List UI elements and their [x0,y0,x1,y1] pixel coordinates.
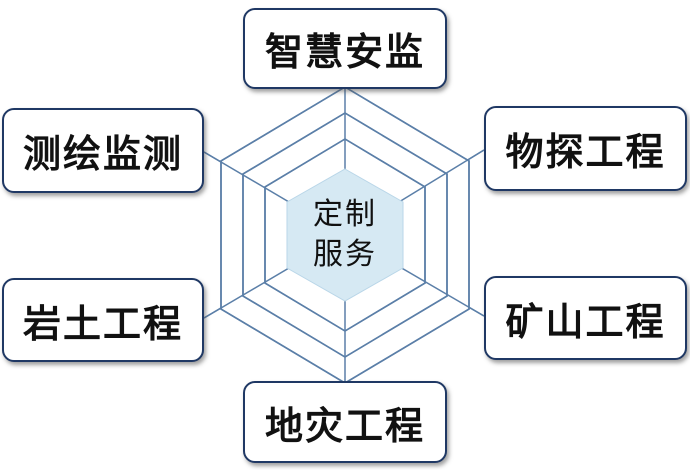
hexagon-ring-outline-2 [242,112,448,358]
node-bottom: 地灾工程 [243,381,447,463]
node-lower-right: 矿山工程 [484,276,687,360]
node-lower-left-label: 岩土工程 [22,301,183,346]
node-lower-left: 岩土工程 [2,278,204,362]
hexagon-ring-outline-3 [264,138,426,332]
node-top-label: 智慧安监 [264,30,425,74]
center-label-line1: 定制 [313,197,377,232]
node-upper-left: 测绘监测 [2,108,204,193]
node-upper-right: 物探工程 [484,106,687,191]
web-lines [203,86,485,384]
center-label-line2: 服务 [313,237,377,272]
node-top: 智慧安监 [243,8,447,89]
node-lower-right-label: 矿山工程 [505,299,666,344]
node-bottom-label: 地灾工程 [264,403,425,448]
node-upper-right-label: 物探工程 [505,130,666,174]
node-upper-left-label: 测绘监测 [22,132,183,176]
center-hexagon [286,168,404,302]
center-hub: 定制 服务 [295,183,395,287]
